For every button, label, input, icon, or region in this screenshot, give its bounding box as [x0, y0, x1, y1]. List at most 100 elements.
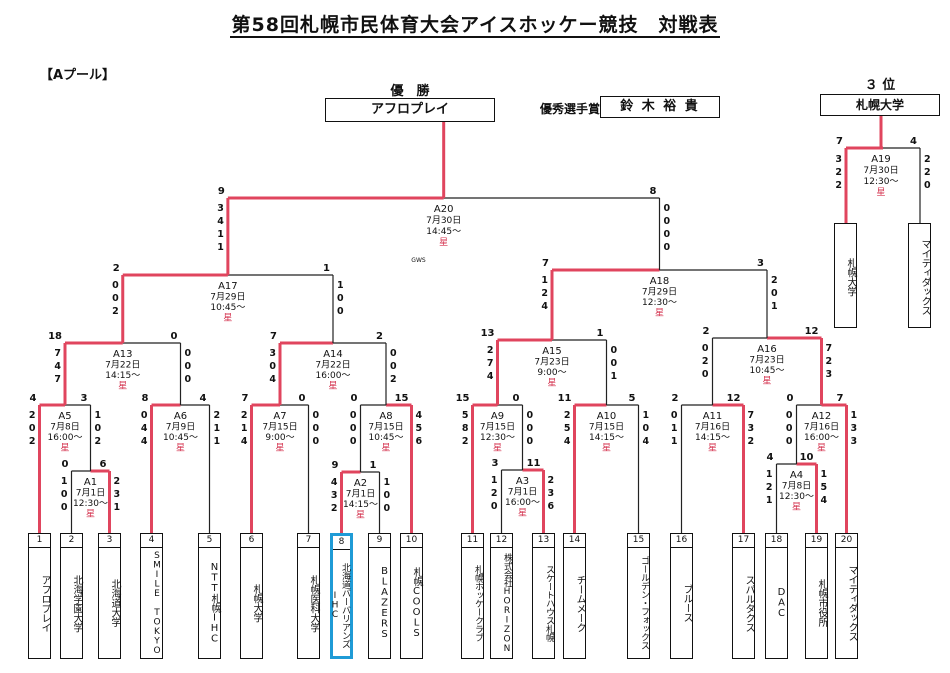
- match-star-A7: 星: [275, 443, 284, 454]
- match-time-A18: 12:30～: [642, 298, 677, 308]
- team-name: 札幌医科大学: [308, 574, 319, 632]
- period-A1-right-3: 1: [114, 502, 121, 513]
- team-number: 6: [241, 534, 262, 548]
- team-number: 5: [199, 534, 220, 548]
- score-total-A16-left: 2: [703, 326, 710, 337]
- period-A4-left-1: 1: [766, 469, 773, 480]
- third-box: 札幌大学: [820, 94, 940, 116]
- match-date-A13: 7月22日: [105, 360, 140, 371]
- match-star-A2: 星: [356, 510, 365, 521]
- period-A13-right-1: 0: [185, 348, 192, 359]
- score-total-A2-right: 1: [370, 460, 377, 471]
- team-box-7: 7 札幌医科大学: [297, 533, 320, 659]
- score-total-A6-right: 4: [200, 393, 207, 404]
- period-A10-right-1: 1: [643, 410, 650, 421]
- period-A5-right-3: 2: [95, 436, 102, 447]
- period-A18-right-1: 2: [771, 275, 778, 286]
- period-A3-left-1: 1: [491, 475, 498, 486]
- team-number: 4: [141, 534, 162, 548]
- match-time-A8: 10:45～: [369, 433, 404, 443]
- team-box-16: 16 ブルース: [670, 533, 693, 659]
- period-A16-right-2: 2: [826, 356, 833, 367]
- period-A6-left-2: 4: [141, 423, 148, 434]
- period-A2-left-3: 2: [331, 503, 338, 514]
- match-date-A18: 7月29日: [642, 287, 677, 298]
- period-A7-left-3: 4: [241, 436, 248, 447]
- score-total-A5-right: 3: [81, 393, 88, 404]
- match-time-A12: 16:00～: [804, 433, 839, 443]
- match-time-A16: 10:45～: [750, 366, 785, 376]
- team-number: 13: [533, 534, 554, 548]
- period-A13-left-2: 4: [54, 361, 61, 372]
- period-A5-left-1: 2: [29, 410, 36, 421]
- match-date-A7: 7月15日: [262, 422, 297, 433]
- match-date-A10: 7月15日: [589, 422, 624, 433]
- team-number: 18: [766, 534, 787, 548]
- period-A20-right-1: 0: [664, 203, 671, 214]
- period-A6-right-3: 1: [214, 436, 221, 447]
- period-A14-right-2: 0: [390, 361, 397, 372]
- period-A1-right-2: 3: [114, 489, 121, 500]
- match-id-A9: A9: [491, 411, 504, 422]
- period-A16-left-2: 2: [702, 356, 709, 367]
- period-A6-right-1: 2: [214, 410, 221, 421]
- match-star-A12: 星: [817, 443, 826, 454]
- match-time-A5: 16:00～: [48, 433, 83, 443]
- team-name: マイティダックス: [846, 565, 857, 641]
- team-name: スパルタクス: [743, 574, 754, 632]
- score-total-A13-right: 0: [171, 331, 178, 342]
- match-id-A11: A11: [703, 411, 723, 422]
- match-star-A5: 星: [60, 443, 69, 454]
- team-number: 7: [298, 534, 319, 548]
- period-A2-right-2: 0: [384, 490, 391, 501]
- period-A13-right-3: 0: [185, 374, 192, 385]
- period-A17-left-3: 2: [112, 306, 119, 317]
- match-time-A6: 10:45～: [163, 433, 198, 443]
- period-A13-left-3: 7: [54, 374, 61, 385]
- period-A5-left-3: 2: [29, 436, 36, 447]
- match-star-A8: 星: [381, 443, 390, 454]
- score-total-A16-right: 12: [805, 326, 819, 337]
- score-total-A19-right: 4: [910, 136, 917, 147]
- team-name: ブルース: [681, 584, 692, 622]
- match-time-A7: 9:00～: [265, 433, 294, 443]
- match-time-A9: 12:30～: [480, 433, 515, 443]
- period-A19-left-1: 3: [835, 154, 842, 165]
- period-A12-right-3: 3: [851, 436, 858, 447]
- period-A8-left-1: 0: [350, 410, 357, 421]
- period-A4-right-3: 4: [821, 495, 828, 506]
- period-A6-left-1: 0: [141, 410, 148, 421]
- team-number: 16: [671, 534, 692, 548]
- period-A20-right-3: 0: [664, 229, 671, 240]
- team-name: BLAZERS: [379, 566, 390, 640]
- period-A18-left-1: 1: [541, 275, 548, 286]
- champion-box: アフロプレイ: [325, 98, 495, 122]
- period-A8-left-3: 0: [350, 436, 357, 447]
- period-A7-right-2: 0: [313, 423, 320, 434]
- team-name: スケートハウス札幌: [544, 564, 554, 642]
- period-A9-left-3: 2: [462, 436, 469, 447]
- match-id-A20: A20: [434, 204, 454, 215]
- period-A10-left-2: 5: [564, 423, 571, 434]
- score-total-A11-left: 2: [672, 393, 679, 404]
- team-name: 札幌ホッケークラブ: [473, 564, 483, 642]
- match-time-A20: 14:45～: [426, 227, 461, 237]
- match-date-A6: 7月9日: [166, 422, 195, 433]
- period-A19-left-2: 2: [835, 167, 842, 178]
- match-time-A1: 12:30～: [73, 499, 108, 509]
- score-total-A12-left: 0: [787, 393, 794, 404]
- score-total-A7-right: 0: [299, 393, 306, 404]
- team-name: 札幌大学: [251, 584, 262, 622]
- period-A18-left-3: 4: [541, 301, 548, 312]
- match-time-A14: 16:00～: [316, 371, 351, 381]
- period-A1-left-2: 0: [61, 489, 68, 500]
- match-date-A3: 7月1日: [508, 487, 537, 498]
- match-star-A19: 星: [876, 187, 885, 198]
- period-A18-right-3: 1: [771, 301, 778, 312]
- period-A4-right-2: 5: [821, 482, 828, 493]
- score-total-A3-right: 11: [527, 458, 541, 469]
- team-number: 14: [564, 534, 585, 548]
